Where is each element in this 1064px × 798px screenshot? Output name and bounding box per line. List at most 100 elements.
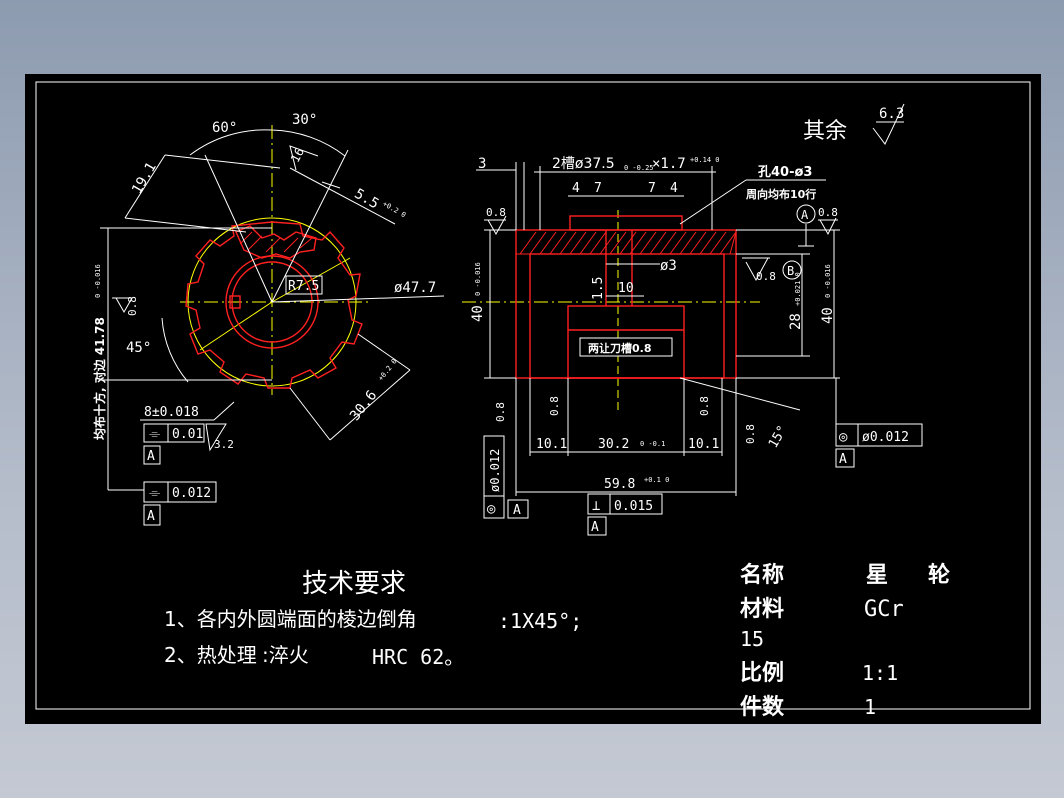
rough-08-e-label: 0.8	[548, 396, 561, 416]
hatch-line	[599, 231, 617, 255]
fcf1-val-cell	[167, 423, 205, 443]
dim-8-label: 8±0.018	[144, 405, 199, 420]
hatch-line	[589, 231, 607, 255]
angle-arc-60-30	[189, 129, 346, 157]
hatch-line	[619, 231, 637, 255]
hatch-line	[689, 231, 707, 255]
roughness-rest: 其余 6.3	[803, 103, 905, 145]
fcf2-val-cell	[167, 481, 217, 503]
dim-59-8-label: 59.8	[604, 477, 635, 492]
dim-19-1-lines	[124, 154, 281, 233]
hole-note-label: 孔40-ø3	[758, 165, 812, 180]
angle-60-label: 60°	[212, 120, 237, 136]
datum-b-circle-icon	[782, 260, 802, 280]
hatch-line	[549, 231, 567, 255]
rough-08-f-label: 0.8	[698, 396, 711, 416]
notes-line1-b: :1X45°;	[498, 609, 582, 633]
fcf-perp-datum: A	[591, 520, 599, 535]
fcf-left-datum-box	[507, 499, 529, 519]
hatch-line	[519, 231, 537, 255]
hatch-line	[659, 231, 677, 255]
title-material-value-2: 15	[740, 627, 764, 651]
title-name-value-1: 星	[866, 563, 888, 588]
hatch-line	[299, 237, 313, 249]
technical-notes: 技术要求 1、各内外圆端面的棱边倒角 :1X45°; 2、热处理 :淬火 HRC…	[164, 569, 582, 669]
angle-15-leader	[679, 377, 801, 411]
dim-59-8-tol: +0.1 0	[644, 476, 669, 484]
drawing-sheet	[25, 74, 1041, 724]
fcf-right-symbol: ◎	[839, 429, 848, 445]
angle-45-arc	[161, 317, 189, 383]
title-material-value: GCr	[864, 597, 904, 622]
datum-b-circle-label: B	[787, 264, 794, 278]
title-qty-value: 1	[864, 695, 876, 719]
hatch-line	[247, 235, 263, 251]
hatch-line	[283, 237, 299, 253]
left-centerline-45	[199, 301, 273, 351]
inner-bore-circle-2	[231, 261, 313, 343]
notes-line2-b: :淬火	[262, 643, 309, 667]
hatch-line	[609, 231, 627, 255]
hole-note-sub: 周向均布10行	[746, 187, 816, 201]
dim-41-78-tol: 0 -0.016	[94, 264, 102, 298]
notes-line2-a: 2、热处理	[164, 643, 257, 667]
fcf-right-value: ø0.012	[862, 430, 909, 445]
roughness-symbol-icon	[872, 103, 905, 145]
dim-40-right-lines	[736, 229, 840, 379]
diameter-47-7-label: ø47.7	[394, 280, 436, 296]
hatch-line	[639, 231, 657, 255]
fcf2-datum: A	[147, 509, 155, 524]
inner-bore-circle	[225, 255, 319, 349]
bottom-dim-lines	[529, 378, 723, 456]
dim-phi3-label: ø3	[660, 258, 677, 274]
keyway	[229, 295, 241, 309]
fcf-right-val-cell	[857, 423, 923, 447]
notes-line2-c: HRC 62。	[372, 645, 464, 669]
roughness-08-icon	[112, 297, 133, 314]
fcf2-symbol: ⌯	[149, 485, 160, 501]
rough-08-a-label: 0.8	[818, 206, 838, 219]
dim-3-lines	[476, 162, 525, 230]
hatch-line	[719, 231, 737, 255]
radius-label: R7.5	[288, 279, 319, 294]
title-block: 名称 星 轮 材料 GCr 15 比例 1:1 件数 1	[740, 562, 950, 720]
rough-08-g-label: 0.8	[744, 424, 757, 444]
fcf-right-datum: A	[839, 452, 847, 467]
datum-a-leader	[798, 224, 814, 247]
hatch-line	[265, 237, 281, 253]
fcf1-symbol: ⌯	[149, 426, 160, 442]
roughness-rest-label: 其余	[803, 119, 847, 144]
rough-08-c-label: 0.8	[756, 270, 776, 283]
dim-4b-label: 4	[670, 181, 678, 196]
dim-41-78-lines	[100, 227, 272, 490]
hatch-line	[539, 231, 557, 255]
rough-08-b-label: 0.8	[486, 206, 506, 219]
left-view: 60° 30° 16 19.1 5.5 +0.2 0 R7.5 ø47.7 45…	[92, 112, 445, 526]
roughness-16-icon	[289, 145, 319, 171]
fcf1-datum: A	[147, 449, 155, 464]
dim-4a-label: 4	[572, 181, 580, 196]
rough-08-c-icon	[742, 257, 770, 282]
relief-groove	[567, 305, 685, 379]
datum-a-circle-icon	[796, 204, 816, 224]
drawing-border	[35, 81, 1031, 710]
hatch-line	[669, 231, 687, 255]
hatch-line	[699, 231, 717, 255]
hole-note-leader	[679, 179, 826, 225]
dim-30-6-lines	[289, 333, 411, 441]
title-scale-label: 比例	[740, 661, 784, 686]
right-view: 3 2槽ø37.5 0 -0.25 ×1.7 +0.14 0 4 7 7 4 孔…	[462, 156, 923, 536]
notes-title: 技术要求	[302, 569, 406, 599]
dim-10-1b-label: 10.1	[688, 437, 719, 452]
dim-40-left-tol: 0 -0.016	[474, 262, 482, 296]
fcf1-datum-box	[143, 445, 161, 465]
fcf2-datum-box	[143, 504, 161, 526]
dim-10-1a-label: 10.1	[536, 437, 567, 452]
title-name-value-2: 轮	[928, 562, 950, 588]
dim-28-label: 28	[788, 313, 804, 330]
angle-30-label: 30°	[292, 112, 317, 128]
hatch-line	[709, 231, 727, 255]
rough-08-d-label: 0.8	[494, 402, 507, 422]
